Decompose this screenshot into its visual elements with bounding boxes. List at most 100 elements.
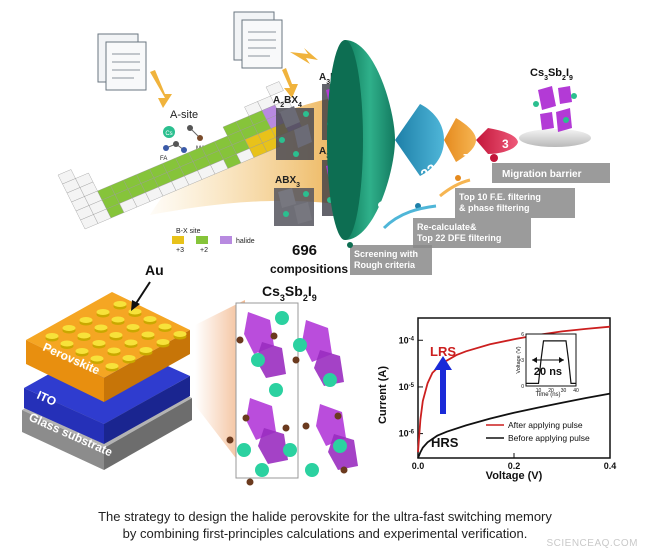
- legend-plus2-label: +2: [200, 247, 208, 254]
- au-pointer-arrow: [134, 281, 151, 306]
- i-atom: [270, 332, 278, 340]
- result-pedestal: [519, 129, 591, 147]
- structure-formula: Cs3Sb2I9: [262, 283, 317, 303]
- flow-arrow: [382, 204, 437, 230]
- compositions-label: compositions: [270, 262, 348, 276]
- arrow-head-icon: [131, 300, 140, 311]
- count-696: 696: [292, 242, 317, 259]
- au-electrode: [158, 323, 172, 330]
- x-tick-label: 0.4: [604, 461, 617, 471]
- au-electrode: [139, 347, 153, 353]
- cs-atom: [251, 353, 265, 367]
- au-electrode: [156, 339, 170, 345]
- sbi6-octahedron: [314, 350, 344, 386]
- au-electrodes: [45, 301, 187, 372]
- cs3sb2i9-crystal-structure: [226, 311, 358, 486]
- legend-swatch-plus3: [172, 236, 184, 244]
- au-electrode: [45, 333, 59, 339]
- arrow-down-icon: [282, 68, 298, 98]
- caption-line-1: The strategy to design the halide perovs…: [98, 509, 552, 524]
- legend-halide-label: halide: [236, 238, 255, 245]
- arrow-down-icon: [150, 70, 172, 108]
- au-electrode: [94, 324, 108, 331]
- i-atom: [340, 466, 348, 474]
- pulse-width-annotation: 20 ns: [534, 366, 562, 378]
- i-atom: [236, 336, 244, 344]
- au-electrode: [77, 332, 91, 339]
- y-axis-ticks: 10-410-510-6: [399, 335, 423, 439]
- x-tick-label: 0.2: [508, 461, 521, 471]
- inset-y-tick-label: 3: [521, 358, 524, 364]
- legend-swatch-plus2: [196, 236, 208, 244]
- funnel-count-7: 7: [463, 151, 470, 166]
- fa-molecule-icon: [163, 141, 187, 153]
- fa-label: FA: [160, 156, 167, 162]
- periodic-cell: [265, 81, 284, 97]
- legend-plus3-label: +3: [176, 247, 184, 254]
- funnel-stage-migration: [476, 128, 518, 154]
- bx-site-label: B-X site: [176, 228, 201, 235]
- funnel-mouth: [327, 40, 363, 240]
- research-figure: A-site Cs MA FA GA B-X site +3 +2 halide…: [22, 11, 617, 486]
- y-tick-label: 10-6: [399, 429, 415, 439]
- i-atom: [334, 412, 342, 420]
- au-electrode: [92, 340, 106, 346]
- au-electrode: [113, 301, 127, 307]
- arrow-right-icon: [290, 48, 318, 64]
- hrs-annotation: HRS: [431, 435, 459, 450]
- cs-atom: [333, 439, 347, 453]
- a-site-label: A-site: [170, 109, 198, 121]
- au-electrode: [109, 332, 123, 338]
- i-atom: [282, 424, 290, 432]
- crystal-structure-result: [533, 86, 577, 132]
- series-after-pulse: [417, 325, 611, 453]
- au-electrode: [105, 363, 119, 369]
- inset-pulse-series: [526, 340, 576, 384]
- arrow-left-icon: [532, 357, 537, 363]
- cs-atom: [275, 311, 289, 325]
- y-axis-label: Current (A): [377, 366, 389, 424]
- cs-atom: [283, 443, 297, 457]
- x-tick-label: 0.0: [412, 461, 425, 471]
- cs-cation-icon: [163, 126, 175, 138]
- inset-y-tick-label: 6: [521, 332, 524, 338]
- x-axis-label: Voltage (V): [486, 470, 543, 482]
- i-atom: [246, 478, 254, 486]
- step-migration-text: Migration barrier: [502, 169, 582, 180]
- inset-x-tick-label: 30: [561, 388, 567, 394]
- i-atom: [302, 422, 310, 430]
- au-label: Au: [145, 262, 164, 278]
- i-atom: [292, 356, 300, 364]
- legend-before-label: Before applying pulse: [508, 433, 590, 443]
- funnel-stage-top10: [444, 118, 476, 162]
- cs-atom: [323, 373, 337, 387]
- y-tick-label: 10-4: [399, 335, 415, 345]
- au-electrode: [75, 348, 89, 354]
- au-electrode: [62, 325, 76, 331]
- step-top10-text: Top 10 F.E. filtering& phase filtering: [459, 192, 541, 213]
- cs-label: Cs: [165, 131, 172, 137]
- spotlight-beam: [195, 300, 245, 470]
- au-electrode: [90, 355, 104, 362]
- inset-x-label: Time (ns): [535, 392, 560, 398]
- document-icon-right: [233, 11, 283, 69]
- cs-atom: [269, 383, 283, 397]
- crystal-structure-abx3: [274, 188, 314, 226]
- step-label-top10: Top 10 F.E. filtering& phase filtering: [455, 175, 575, 218]
- iv-chart: 10-410-510-6 0.0 0.2 0.4 Current (A) Volta…: [377, 317, 617, 482]
- cs-atom: [305, 463, 319, 477]
- ma-molecule-icon: [187, 125, 203, 141]
- funnel-stage-recalc: [395, 104, 444, 176]
- funnel-count-3: 3: [502, 137, 509, 151]
- au-electrode: [122, 355, 136, 361]
- cs-atom: [237, 443, 251, 457]
- au-electrode: [173, 331, 187, 337]
- periodic-table: [57, 81, 302, 230]
- au-electrode: [96, 309, 110, 315]
- sbi6-octahedron: [256, 342, 286, 378]
- au-electrode: [143, 316, 157, 322]
- sbi6-octahedron: [258, 428, 288, 464]
- i-atom: [242, 414, 250, 422]
